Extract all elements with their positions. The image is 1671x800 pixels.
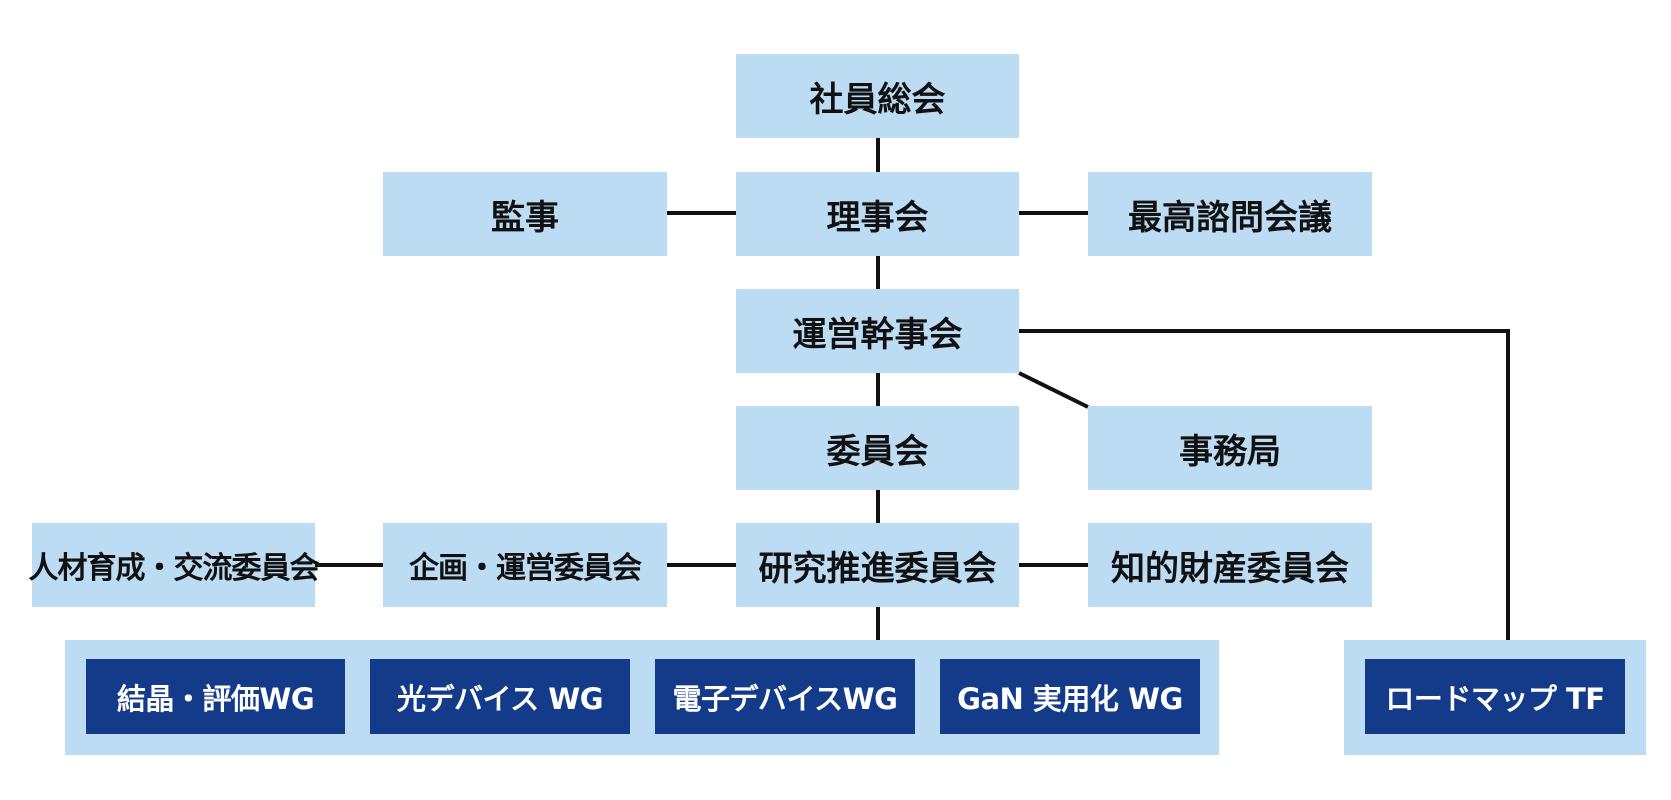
committee-label: 委員会 bbox=[826, 431, 929, 472]
wg-electronic-device: 電子デバイスWG bbox=[655, 659, 915, 734]
advisory-council-box: 最高諮問会議 bbox=[1088, 172, 1372, 256]
planning-committee-box: 企画・運営委員会 bbox=[383, 523, 667, 607]
wg-optical-device-label: 光デバイス WG bbox=[396, 681, 604, 716]
ip-committee-label: 知的財産委員会 bbox=[1111, 548, 1349, 589]
ip-committee-box: 知的財産委員会 bbox=[1088, 523, 1372, 607]
general-assembly-label: 社員総会 bbox=[809, 79, 946, 120]
wg-optical-device: 光デバイス WG bbox=[370, 659, 630, 734]
hr-exchange-committee-box: 人材育成・交流委員会 bbox=[29, 523, 320, 607]
line-steering-taskforce bbox=[1019, 329, 1510, 640]
research-committee-box: 研究推進委員会 bbox=[736, 523, 1019, 607]
secretariat-label: 事務局 bbox=[1179, 431, 1281, 472]
task-force-roadmap-label: ロードマップ TF bbox=[1385, 681, 1605, 716]
auditor-box: 監事 bbox=[383, 172, 667, 256]
research-committee-label: 研究推進委員会 bbox=[758, 548, 997, 589]
wg-electronic-device-label: 電子デバイスWG bbox=[672, 681, 898, 716]
board-label: 理事会 bbox=[826, 197, 929, 238]
wg-crystal-evaluation: 結晶・評価WG bbox=[86, 659, 345, 734]
wg-crystal-evaluation-label: 結晶・評価WG bbox=[116, 681, 315, 716]
steering-committee-box: 運営幹事会 bbox=[736, 289, 1019, 373]
board-box: 理事会 bbox=[736, 172, 1019, 256]
wg-gan-practical-label: GaN 実用化 WG bbox=[957, 681, 1183, 716]
general-assembly-box: 社員総会 bbox=[736, 54, 1019, 138]
line-steering-secretariat bbox=[1018, 371, 1089, 409]
planning-committee-label: 企画・運営委員会 bbox=[409, 551, 642, 586]
auditor-label: 監事 bbox=[491, 197, 559, 238]
steering-committee-label: 運営幹事会 bbox=[792, 314, 963, 355]
wg-gan-practical: GaN 実用化 WG bbox=[940, 659, 1200, 734]
hr-exchange-committee-label: 人材育成・交流委員会 bbox=[28, 551, 320, 586]
committee-box: 委員会 bbox=[736, 406, 1019, 490]
task-force-roadmap: ロードマップ TF bbox=[1365, 659, 1625, 734]
advisory-council-label: 最高諮問会議 bbox=[1128, 197, 1332, 238]
secretariat-box: 事務局 bbox=[1088, 406, 1372, 490]
